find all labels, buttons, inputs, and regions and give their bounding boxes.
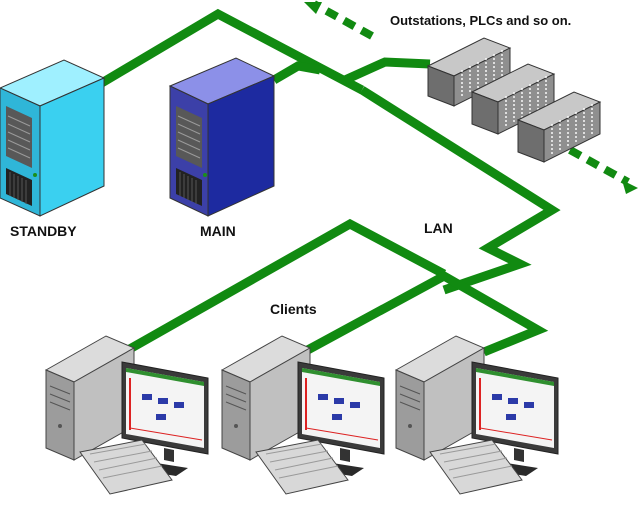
client-2-link [301,270,549,357]
outstations-label: Outstations, PLCs and so on. [390,13,571,28]
main-link [271,61,321,84]
clients-label: Clients [270,301,317,317]
main-label: MAIN [200,223,236,239]
lan-backbone [359,86,561,295]
desktop-computer-icon [220,335,385,495]
client-1-link [125,218,447,354]
client-computer-3 [394,335,559,495]
downlink-dashed [568,146,638,194]
desktop-computer-icon [44,335,209,495]
lan-label: LAN [424,220,453,236]
outstation-link [343,57,431,85]
client-computer-2 [220,335,385,495]
standby-label: STANDBY [10,223,77,239]
standby-server-icon [0,59,106,217]
desktop-computer-icon [394,335,559,495]
plc-rack-2 [470,63,556,135]
main-server-icon [168,57,276,217]
arrow-up-icon [304,2,322,14]
plc-rack-1 [426,37,512,107]
client-computer-1 [44,335,209,495]
plc-rack-3 [516,91,602,163]
lan-network [97,8,561,357]
arrow-down-icon [622,180,638,194]
uplink-dashed [304,0,374,40]
outstations-plc-icon [426,37,602,163]
